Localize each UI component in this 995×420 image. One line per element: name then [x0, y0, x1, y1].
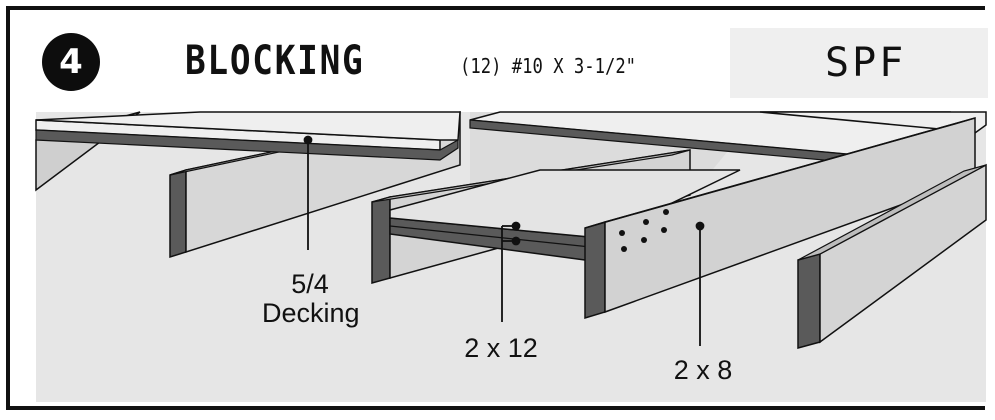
callout-joist: 2 x 8	[673, 355, 733, 385]
material-panel	[730, 28, 988, 98]
callout-blocking: 2 x 12	[464, 333, 538, 363]
joist-front-2x8	[584, 117, 976, 320]
decking-boards	[35, 111, 987, 169]
callout-decking: 5/4 Decking	[262, 269, 360, 328]
step-number-badge: 4	[42, 33, 100, 91]
callout-decking-size: 5/4	[291, 269, 329, 299]
joist-right	[797, 163, 987, 349]
fastener-spec: (12) #10 X 3-1/2"	[460, 54, 637, 78]
material-label: SPF	[825, 40, 907, 86]
step-title: BLOCKING	[185, 38, 365, 84]
callout-decking-name: Decking	[262, 298, 360, 328]
callout-leaders	[303, 135, 705, 346]
